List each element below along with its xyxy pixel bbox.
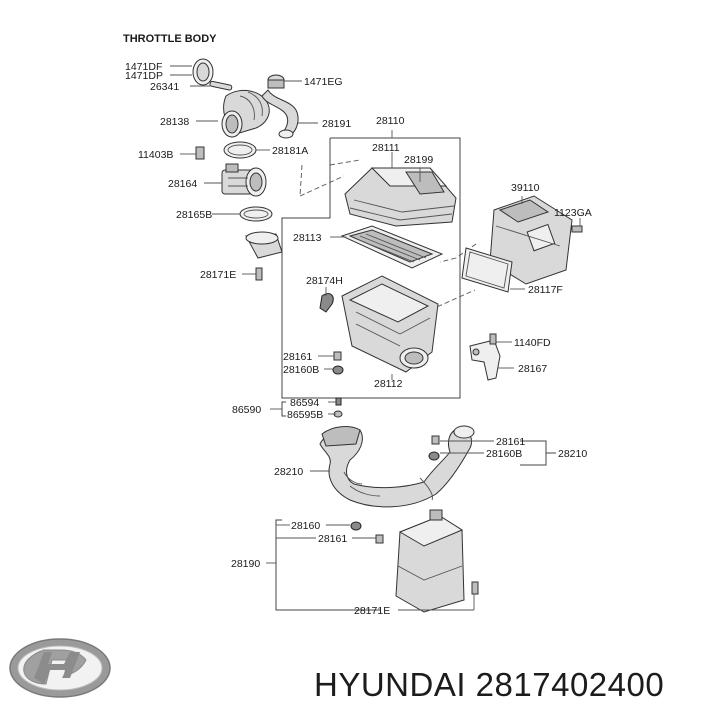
label-86594: 86594 (290, 397, 319, 409)
label-28138: 28138 (160, 116, 189, 128)
part-labels: THROTTLE BODY 1471DF 1471DP 26341 1471EG… (123, 33, 592, 617)
hose-clamp (223, 141, 257, 159)
gasket-ring (239, 206, 273, 222)
lower-bracket (275, 519, 380, 611)
label-1471DF: 1471DF (125, 61, 162, 73)
label-28181A: 28181A (272, 145, 308, 157)
resonator-tank (395, 509, 465, 613)
label-28160B-right: 28160B (486, 448, 522, 460)
label-28164: 28164 (168, 178, 197, 190)
label-28161-left: 28161 (283, 351, 312, 363)
label-28117F: 28117F (528, 284, 563, 296)
label-86590: 86590 (232, 404, 261, 416)
leader-lines (170, 65, 581, 611)
label-28160B-left: 28160B (283, 364, 319, 376)
air-cleaner-frame (281, 137, 461, 399)
brand-caption: HYUNDAI 2817402400 (314, 666, 664, 703)
label-28160-bottom: 28160 (291, 520, 320, 532)
label-28171E-bottom: 28171E (354, 605, 390, 617)
label-28171E-top: 28171E (200, 269, 236, 281)
label-28161-right: 28161 (496, 436, 525, 448)
label-86595B: 86595B (287, 409, 323, 421)
label-11403B: 11403B (138, 149, 173, 161)
airflow-sensor (221, 163, 267, 197)
adapter (245, 231, 283, 259)
label-28210-right: 28210 (558, 448, 587, 460)
parts (192, 58, 583, 613)
label-28191: 28191 (322, 118, 351, 130)
label-1471EG: 1471EG (304, 76, 343, 88)
label-28190: 28190 (231, 558, 260, 570)
label-26341: 26341 (150, 81, 179, 93)
label-28111: 28111 (372, 142, 400, 154)
label-39110: 39110 (511, 182, 540, 194)
air-cleaner-body (341, 275, 439, 373)
label-28161-bottom: 28161 (318, 533, 347, 545)
label-28112: 28112 (374, 378, 403, 390)
small-bracket (281, 401, 286, 417)
intake-hose (221, 89, 270, 138)
label-28113: 28113 (293, 232, 322, 244)
ecu-bracket (461, 247, 513, 293)
label-28210-left: 28210 (274, 466, 303, 478)
air-filter-element (340, 225, 444, 269)
label-28165B: 28165B (176, 209, 212, 221)
label-28199: 28199 (404, 154, 433, 166)
hyundai-logo-icon (9, 638, 111, 698)
resonator-duct (319, 425, 475, 508)
label-1471DP: 1471DP (125, 70, 163, 82)
mount-bracket (469, 339, 501, 381)
label-1140FD: 1140FD (514, 337, 551, 349)
label-28110: 28110 (376, 115, 405, 127)
air-cleaner-cover (344, 167, 457, 227)
label-28167: 28167 (518, 363, 547, 375)
label-1123GA: 1123GA (554, 207, 592, 219)
throttle-body-label: THROTTLE BODY (123, 33, 217, 45)
label-28174H: 28174H (306, 275, 343, 287)
